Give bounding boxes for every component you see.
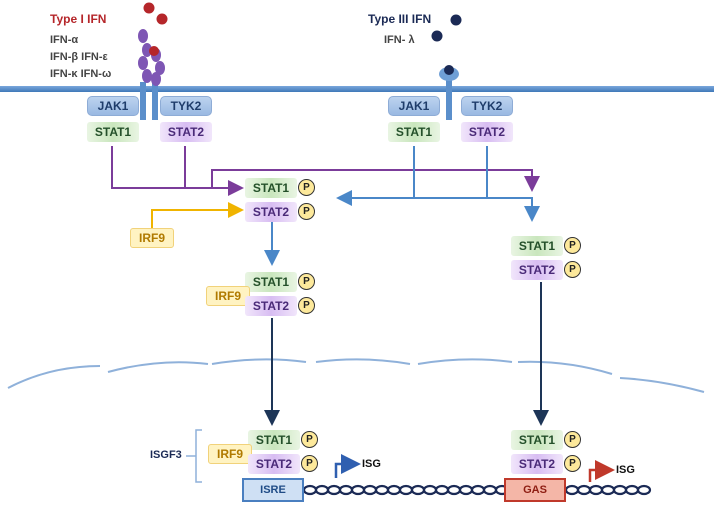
type1-receptor-chain-right (152, 82, 158, 120)
phospho-p-isgf3-stat2: P (301, 455, 318, 472)
jak1-type3: JAK1 (388, 96, 440, 116)
type1-ifn-free-dot-2 (156, 13, 168, 25)
irf9-complex: IRF9 (206, 286, 250, 306)
stat1-complex: STAT1 (245, 272, 297, 292)
dna-link (636, 484, 652, 496)
dna-link (564, 484, 580, 496)
stat1-isgf3: STAT1 (248, 430, 300, 450)
dna-link (398, 484, 414, 496)
type1-ifn-bound-dot (149, 46, 159, 56)
dna-link (600, 484, 616, 496)
dna-link (362, 484, 378, 496)
dna-link (350, 484, 366, 496)
type3-ifn-lambda: IFN- λ (384, 34, 415, 46)
irf9-cytoplasm: IRF9 (130, 228, 174, 248)
dna-link (434, 484, 450, 496)
type1-ifn-title: Type I IFN (50, 12, 107, 26)
phospho-p-gaf-stat2: P (564, 455, 581, 472)
type1-ifn-beta-epsilon: IFN-β IFN-ε (50, 51, 108, 63)
phospho-p-complex-stat1: P (298, 273, 315, 290)
phospho-p-complex-stat2: P (298, 297, 315, 314)
tyk2-type3: TYK2 (461, 96, 513, 116)
isg-arrow-isre (334, 454, 361, 478)
dna-link (458, 484, 474, 496)
phospho-p-gaf-stat1: P (564, 431, 581, 448)
dna-link (374, 484, 390, 496)
dna-link (422, 484, 438, 496)
stat2-gaf: STAT2 (511, 454, 563, 474)
dna-link (576, 484, 592, 496)
dna-link (410, 484, 426, 496)
type1-ifn-alpha: IFN-α (50, 34, 79, 46)
type1-ifn-free-dot-1 (143, 2, 155, 14)
type3-ifn-free-dot-1 (450, 14, 462, 26)
dna-link (470, 484, 486, 496)
dna-link (326, 484, 342, 496)
stat1-gaf: STAT1 (511, 430, 563, 450)
blue-arrow-stat1-path (336, 146, 415, 206)
stat2-type3-receptor: STAT2 (461, 122, 513, 142)
stat2-phosphorylated: STAT2 (245, 202, 297, 222)
dna-link (588, 484, 604, 496)
irf9-isgf3: IRF9 (208, 444, 252, 464)
dna-link (386, 484, 402, 496)
nuclear-envelope (7, 358, 705, 393)
type3-ifn-free-dot-2 (431, 30, 443, 42)
dna-link (446, 484, 462, 496)
purple-arrow-stat1-path (111, 146, 244, 196)
dna-link (314, 484, 330, 496)
phospho-p-right-stat1: P (564, 237, 581, 254)
phospho-p-stat2: P (298, 203, 315, 220)
type3-ifn-bound-dot (444, 65, 454, 75)
isg-arrow-gas (588, 460, 615, 482)
isg-label-gas: ISG (616, 464, 635, 476)
tyk2-type1: TYK2 (160, 96, 212, 116)
irf9-yellow-arrow (151, 202, 244, 228)
stat2-type1-receptor: STAT2 (160, 122, 212, 142)
blue-arrow-to-right (414, 197, 540, 222)
type1-ifn-kappa-omega: IFN-κ IFN-ω (50, 68, 112, 80)
type1-ifn-helical-ligand (138, 29, 165, 86)
dna-link (612, 484, 628, 496)
dna-link (624, 484, 640, 496)
stat2-isgf3: STAT2 (248, 454, 300, 474)
type3-ifn-title: Type III IFN (368, 12, 432, 26)
type1-receptor-chain-left (140, 82, 146, 120)
dna-link (302, 484, 318, 496)
gas-element: GAS (504, 478, 566, 502)
isre-element: ISRE (242, 478, 304, 502)
purple-arrow-to-right (211, 169, 540, 192)
stat1-type3-receptor: STAT1 (388, 122, 440, 142)
stat1-type1-receptor: STAT1 (87, 122, 139, 142)
isg-label-isre: ISG (362, 458, 381, 470)
phospho-p-right-stat2: P (564, 261, 581, 278)
phospho-p-stat1: P (298, 179, 315, 196)
dna-strand (302, 484, 652, 496)
type3-receptor-chain (446, 78, 452, 120)
dna-link (338, 484, 354, 496)
stat1-right-dimer: STAT1 (511, 236, 563, 256)
isgf3-label: ISGF3 (150, 449, 182, 461)
phospho-p-isgf3-stat1: P (301, 431, 318, 448)
stat2-complex: STAT2 (245, 296, 297, 316)
stat1-phosphorylated: STAT1 (245, 178, 297, 198)
jak1-type1: JAK1 (87, 96, 139, 116)
cell-membrane (0, 86, 714, 92)
stat2-right-dimer: STAT2 (511, 260, 563, 280)
dna-link (482, 484, 498, 496)
isgf3-bracket (186, 429, 202, 483)
